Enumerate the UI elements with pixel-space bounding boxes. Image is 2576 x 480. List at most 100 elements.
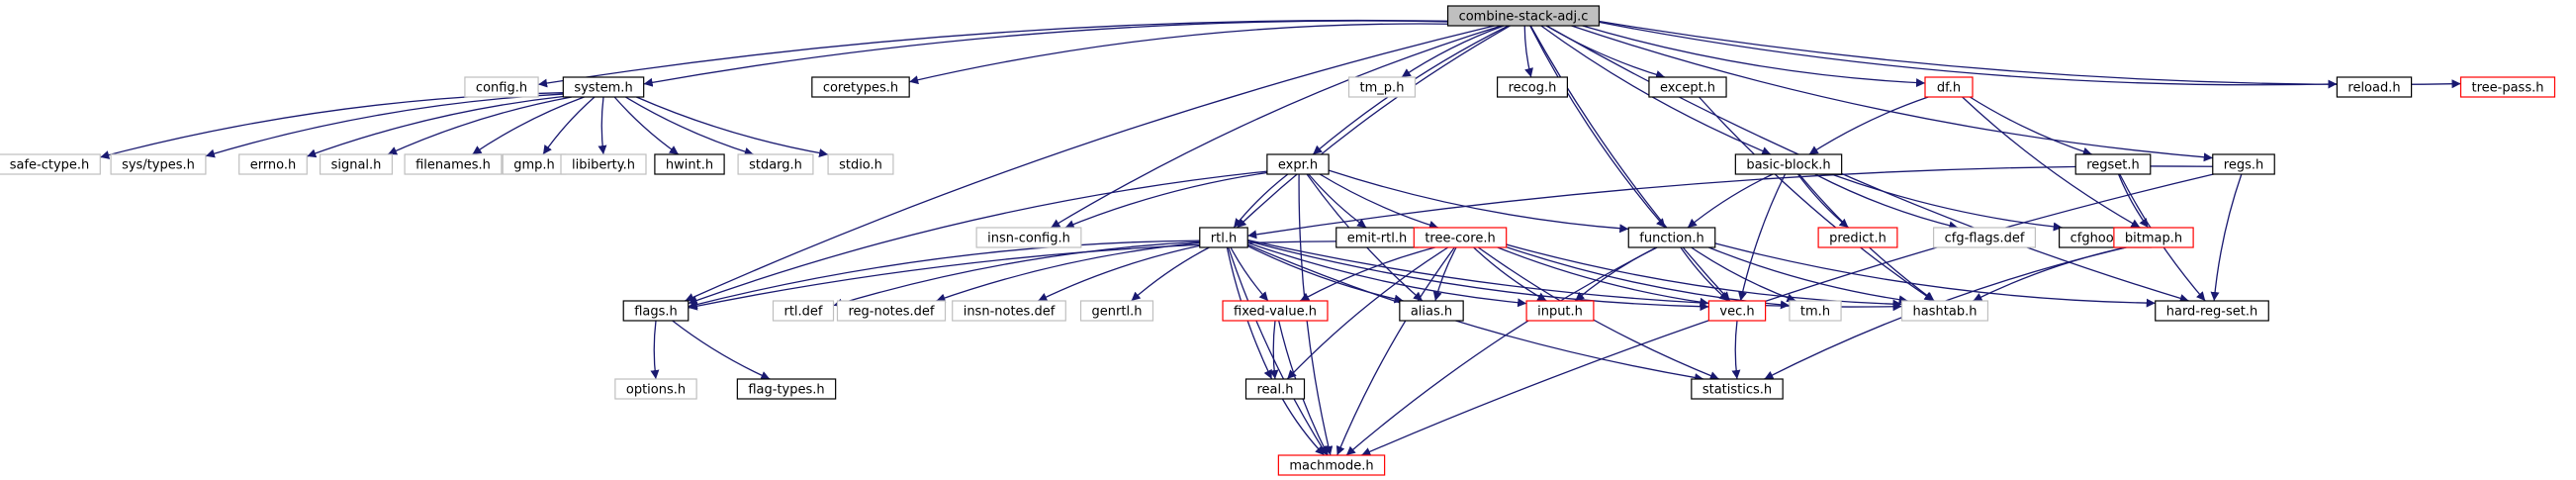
edge-root-to-treepass [1599,20,2461,89]
node-box [654,153,725,175]
node-fixedvalue[interactable]: fixed-value.h [1222,300,1329,322]
node-label: rtl.def [783,305,822,320]
node-label: fixed-value.h [1234,305,1317,320]
edge-regs-to-machmode [1361,173,2214,456]
node-tm_p[interactable]: tm_p.h [1347,76,1417,98]
node-label: hard-reg-set.h [2166,305,2258,320]
node-function[interactable]: function.h [1627,227,1716,248]
edge-function-to-hardregset [1714,242,2156,308]
node-flagtypes[interactable]: flag-types.h [736,378,837,400]
edge-regset-to-bitmap [2117,173,2149,229]
node-regs[interactable]: regs.h [2212,153,2275,175]
edge-real-to-machmode [1281,398,1326,456]
node-box [2212,153,2275,175]
node-box [1199,227,1248,248]
node-label: stdarg.h [749,158,802,173]
node-layer: combine-stack-adj.c config.h system.h coret… [0,5,2556,476]
node-cfgflags[interactable]: cfg-flags.def [1932,227,2037,248]
node-label: flags.h [634,305,678,320]
node-label: alias.h [1411,305,1452,320]
node-df[interactable]: df.h [1924,76,1974,98]
edge-expr-to-rtl [1233,173,1289,229]
node-errno[interactable]: errno.h [238,153,308,175]
node-label: libiberty.h [572,158,635,173]
node-vec[interactable]: vec.h [1707,300,1767,322]
node-stdio[interactable]: stdio.h [827,153,894,175]
node-label: df.h [1937,81,1961,96]
node-box [1900,300,1989,322]
node-hwint[interactable]: hwint.h [654,153,725,175]
node-input[interactable]: input.h [1525,300,1595,322]
edge-treecore-to-hashtab [1506,243,1902,309]
node-safectype[interactable]: safe-ctype.h [0,153,101,175]
node-label: input.h [1537,305,1583,320]
node-label: reg-notes.def [848,305,934,320]
node-box [614,378,697,400]
edge-vec-to-statistics [1731,320,1741,380]
edge-basicblock-to-cfghooks [1831,173,2063,232]
node-genrtl[interactable]: genrtl.h [1079,300,1154,322]
node-recog[interactable]: recog.h [1497,76,1568,98]
node-filenames[interactable]: filenames.h [404,153,503,175]
edge-root-to-regs [1571,25,2213,162]
node-reload[interactable]: reload.h [2336,76,2413,98]
node-treecore[interactable]: tree-core.h [1413,227,1508,248]
node-gmp[interactable]: gmp.h [502,153,567,175]
edge-fixedvalue-to-real [1269,320,1279,380]
node-libiberty[interactable]: libiberty.h [560,153,647,175]
node-basicblock[interactable]: basic-block.h [1734,153,1843,175]
node-box [1266,153,1330,175]
node-config[interactable]: config.h [464,76,539,98]
node-label: flag-types.h [748,383,824,398]
node-treepass[interactable]: tree-pass.h [2459,76,2556,98]
node-statistics[interactable]: statistics.h [1691,378,1784,400]
node-rtl[interactable]: rtl.h [1199,227,1248,248]
node-box [1648,76,1727,98]
node-real[interactable]: real.h [1244,378,1306,400]
node-label: basic-block.h [1746,158,1830,173]
edge-expr-to-treecore [1319,173,1439,230]
node-options[interactable]: options.h [614,378,697,400]
node-machmode[interactable]: machmode.h [1277,454,1386,476]
node-label: emit-rtl.h [1347,232,1408,246]
edge-root-to-insnconfig [1050,25,1502,229]
node-box [952,300,1066,322]
node-label: system.h [574,81,632,96]
node-except[interactable]: except.h [1648,76,1727,98]
node-box [1817,227,1898,248]
node-system[interactable]: system.h [562,76,645,98]
node-signal[interactable]: signal.h [319,153,394,175]
node-label: recog.h [1509,81,1557,96]
node-box [1347,76,1417,98]
edge-function-to-input [1574,246,1658,302]
node-stdarg[interactable]: stdarg.h [737,153,814,175]
node-insnconfig[interactable]: insn-config.h [975,227,1082,248]
node-bitmap[interactable]: bitmap.h [2113,227,2194,248]
node-expr[interactable]: expr.h [1266,153,1330,175]
edge-treecore-to-real [1286,246,1449,380]
edge-root-to-system [643,20,1448,87]
edge-function-to-vec [1680,246,1729,302]
node-flags[interactable]: flags.h [622,300,690,322]
node-emitrtl[interactable]: emit-rtl.h [1335,227,1419,248]
node-systypes[interactable]: sys/types.h [110,153,207,175]
edge-except-to-hashtab [1699,96,1934,302]
node-regset[interactable]: regset.h [2074,153,2152,175]
node-rtldef[interactable]: rtl.def [772,300,835,322]
node-tm[interactable]: tm.h [1789,300,1842,322]
node-regnotes[interactable]: reg-notes.def [836,300,947,322]
node-root[interactable]: combine-stack-adj.c [1446,5,1601,27]
node-hashtab[interactable]: hashtab.h [1900,300,1989,322]
node-predict[interactable]: predict.h [1817,227,1898,248]
edge-root-to-recog [1523,25,1533,78]
edge-expr-to-function [1328,169,1629,234]
node-box [1734,153,1843,175]
node-hardregset[interactable]: hard-reg-set.h [2155,300,2269,322]
edge-df-to-regset [1969,96,2092,156]
node-insnnotes[interactable]: insn-notes.def [952,300,1066,322]
edge-root-to-coretypes [909,23,1448,85]
edge-system-to-libiberty [598,96,607,155]
node-box [0,153,101,175]
node-coretypes[interactable]: coretypes.h [811,76,910,98]
node-alias[interactable]: alias.h [1399,300,1464,322]
